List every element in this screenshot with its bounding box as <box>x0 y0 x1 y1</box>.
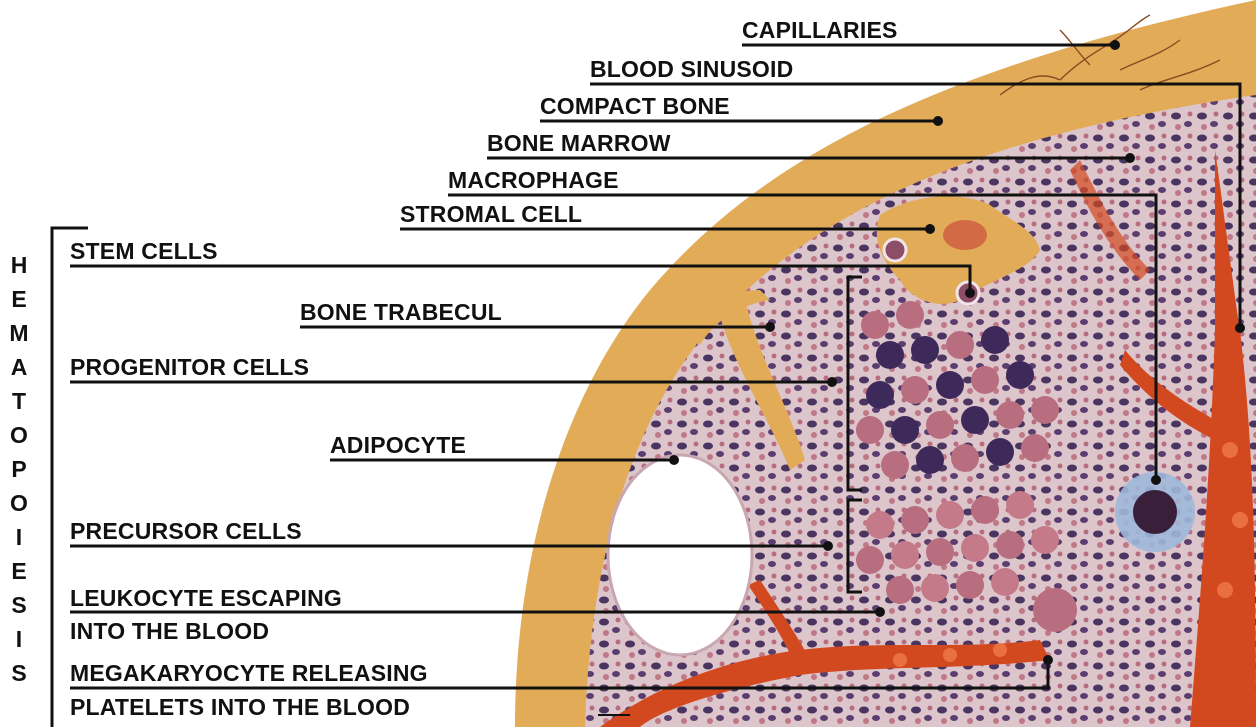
label-capillaries: CAPILLARIES <box>742 17 898 43</box>
side-title-letter: I <box>6 520 32 554</box>
side-title-letter: M <box>6 316 32 350</box>
side-title-letter: O <box>6 418 32 452</box>
side-title-letter: P <box>6 452 32 486</box>
adipocyte-shape <box>608 455 752 655</box>
side-title-letter: E <box>6 554 32 588</box>
side-title-letter: S <box>6 656 32 690</box>
side-title-letter: S <box>6 588 32 622</box>
label-stromal-cell: STROMAL CELL <box>400 201 582 227</box>
label-into-the-blood: INTO THE BLOOD <box>70 618 269 644</box>
hematopoiesis-bracket <box>52 228 88 727</box>
side-title-letter: E <box>6 282 32 316</box>
megakaryocyte-shape <box>1033 588 1077 632</box>
label-stem-cells: STEM CELLS <box>70 238 218 264</box>
side-title-letter: H <box>6 248 32 282</box>
label-leukocyte-escaping: LEUKOCYTE ESCAPING <box>70 585 342 611</box>
label-megakaryocyte-releasing: MEGAKARYOCYTE RELEASING <box>70 660 428 686</box>
label-compact-bone: COMPACT BONE <box>540 93 730 119</box>
label-platelets-into-the-blood: PLATELETS INTO THE BLOOD <box>70 694 410 720</box>
stem-cell-shape <box>884 239 906 261</box>
label-bone-trabecul: BONE TRABECUL <box>300 299 502 325</box>
label-precursor-cells: PRECURSOR CELLS <box>70 518 302 544</box>
side-title-letter: A <box>6 350 32 384</box>
label-adipocyte: ADIPOCYTE <box>330 432 466 458</box>
hematopoiesis-vertical-title: H E M A T O P O I E S I S <box>6 248 32 690</box>
label-bone-marrow: BONE MARROW <box>487 130 671 156</box>
side-title-letter: O <box>6 486 32 520</box>
label-progenitor-cells: PROGENITOR CELLS <box>70 354 309 380</box>
side-title-letter: T <box>6 384 32 418</box>
label-blood-sinusoid: BLOOD SINUSOID <box>590 56 793 82</box>
side-title-letter: I <box>6 622 32 656</box>
label-macrophage: MACROPHAGE <box>448 167 619 193</box>
